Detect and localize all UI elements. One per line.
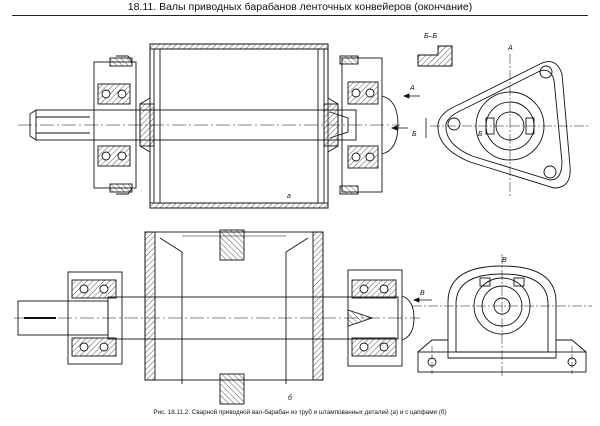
view-a-title: A: [507, 45, 513, 52]
right-bearing-housing: [339, 55, 399, 195]
view-v-title: В: [502, 257, 507, 264]
arrow-a-marker: A: [409, 85, 415, 92]
shaft-drum-view-a: [18, 43, 400, 209]
shaft-drum-view-b: [14, 229, 420, 405]
pillow-block-view: [412, 254, 592, 376]
figure-caption: Рис. 18.11.2. Сварной приводной вал-бара…: [153, 409, 447, 416]
triangular-flange-view: [430, 54, 590, 198]
header-rule: [12, 15, 588, 16]
section-b-label: Б–Б: [424, 33, 437, 40]
view-arrows-a: [390, 93, 427, 138]
section-b-detail: [417, 45, 453, 67]
cut-b-marker-right: Б: [478, 131, 483, 138]
view-a-label: а: [287, 193, 291, 200]
view-arrow-v: [412, 297, 432, 303]
view-b-label: б: [288, 394, 293, 402]
page-header: 18.11. Валы приводных барабанов ленточны…: [127, 1, 473, 13]
main-shaft: [35, 109, 357, 141]
left-bearing-housing: [93, 55, 137, 195]
left-bearing-b: [67, 271, 123, 365]
cut-b-marker: Б: [412, 131, 417, 138]
arrow-v-marker: В: [420, 290, 425, 297]
right-bearing-b: [347, 269, 415, 367]
drum-shell: [149, 43, 329, 209]
